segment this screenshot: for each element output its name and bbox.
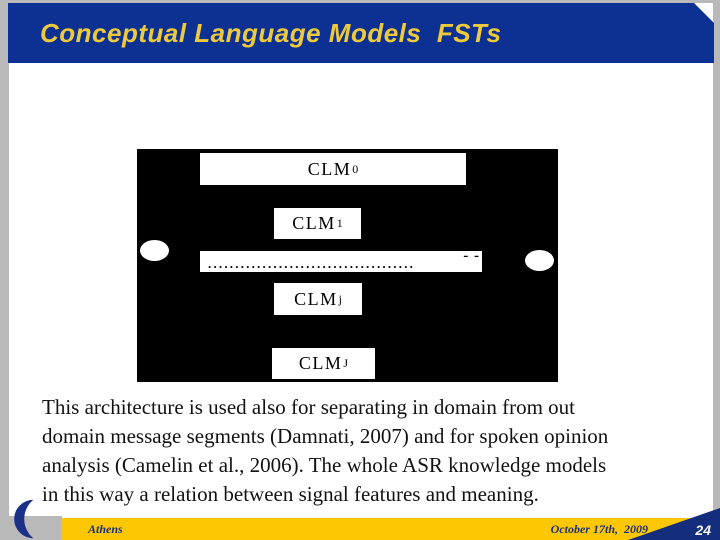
clm0-label: CLM: [307, 158, 352, 179]
clmj-label: CLM: [294, 288, 338, 309]
ellipsis-bar: ...................................... -…: [200, 248, 482, 272]
ellipsis-dots: ......................................: [208, 256, 416, 271]
trailing-dashes: - -: [463, 248, 480, 264]
clm1-subscript: 1: [336, 216, 343, 230]
left-state-ellipse: [140, 240, 169, 261]
left-border: [0, 0, 9, 540]
body-line: analysis (Camelin et al., 2006). The who…: [42, 453, 607, 477]
clmJ-label: CLM: [298, 353, 343, 373]
top-border: [0, 0, 720, 3]
right-state-ellipse: [525, 250, 554, 271]
footer-date: October 17th, 2009: [550, 521, 648, 536]
body-line: in this way a relation between signal fe…: [42, 482, 539, 506]
clmJ-subscript: J: [343, 356, 349, 370]
body-line: This architecture is used also for separ…: [42, 395, 576, 419]
crescent-moon-icon: [14, 499, 34, 539]
clm1-label: CLM: [292, 213, 336, 233]
slide-title: Conceptual Language Models FSTs: [40, 17, 502, 48]
footer-location: Athens: [88, 521, 123, 536]
clm0-subscript: 0: [352, 161, 359, 176]
body-line: domain message segments (Damnati, 2007) …: [42, 424, 609, 448]
clmj-subscript: j: [338, 291, 342, 306]
body-paragraph: This architecture is used also for separ…: [42, 393, 702, 509]
page-number: 24: [695, 522, 711, 538]
footer-bar: Athens October 17th, 2009: [62, 518, 720, 540]
footer-left-gray-block: [0, 516, 62, 540]
title-bar: Conceptual Language Models FSTs: [8, 3, 714, 63]
right-border: [713, 0, 720, 512]
